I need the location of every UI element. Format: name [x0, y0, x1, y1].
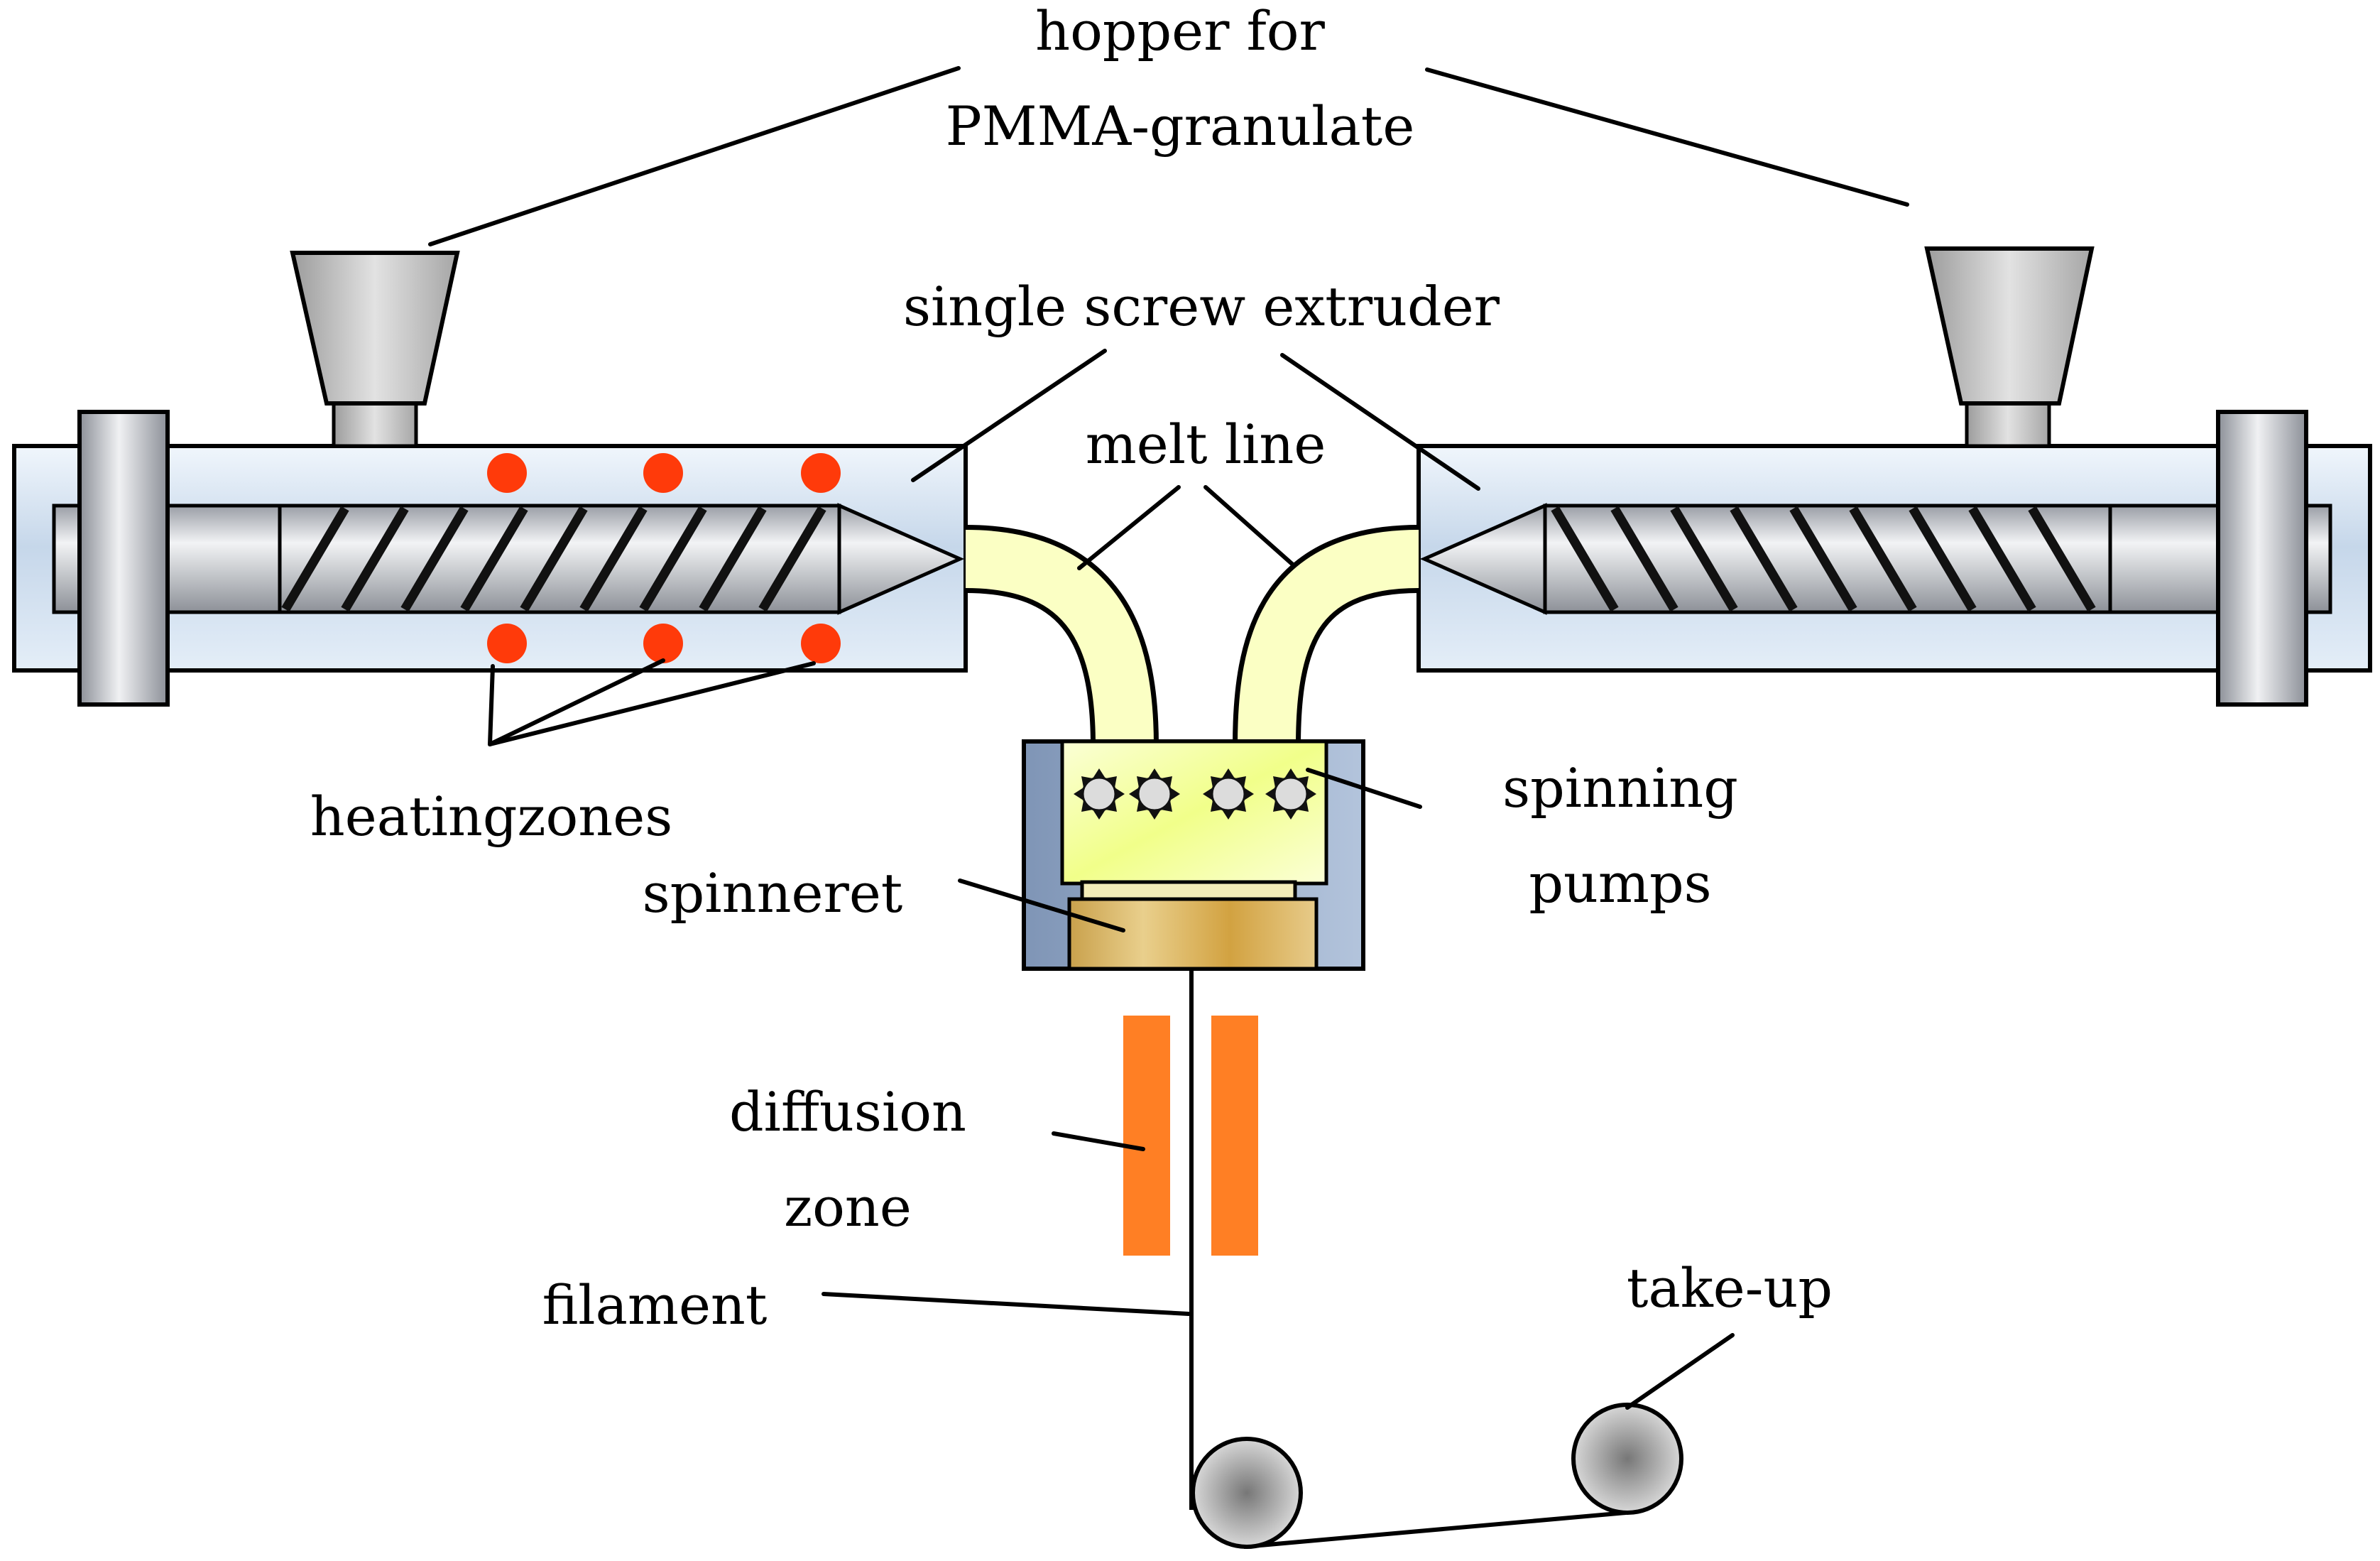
- heating-zone-dot: [801, 453, 841, 493]
- heating-zone-dot: [487, 453, 527, 493]
- spinneret-neck: [1080, 880, 1297, 901]
- melt-line-label: melt line: [1086, 413, 1326, 476]
- extruder-leader-left: [911, 349, 1107, 482]
- heating-zone-dot: [801, 624, 841, 663]
- heating-leader-3: [488, 661, 816, 746]
- spinning-block: [1022, 739, 1365, 971]
- heating-zone-dot: [487, 624, 527, 663]
- take-up-label: take-up: [1627, 1256, 1833, 1320]
- heating-leader-1: [488, 664, 495, 746]
- spinning-pump-chamber: [1060, 739, 1328, 886]
- pump-gear: [1265, 768, 1316, 820]
- left-melt-line: [965, 530, 1154, 746]
- melt-lines: [965, 525, 1419, 746]
- heating-leader-2: [488, 658, 665, 746]
- left-hopper: [290, 251, 460, 406]
- spinneret-leader: [958, 879, 1125, 932]
- hopper-label-line2: PMMA-granulate: [946, 94, 1415, 158]
- left-screw-threads: [281, 506, 826, 612]
- guide-roller: [1191, 1437, 1303, 1549]
- take-up-roller: [1571, 1403, 1683, 1515]
- diffusion-zone-leader: [1052, 1131, 1145, 1151]
- spinning-pumps: [1074, 768, 1316, 820]
- hopper-label-line1: hopper for: [1035, 0, 1325, 62]
- filament-leader: [821, 1292, 1191, 1316]
- filament-to-take-up: [1243, 1511, 1627, 1549]
- take-up-leader: [1625, 1333, 1735, 1410]
- filament-label: filament: [542, 1273, 768, 1337]
- diffusion-zone-right-bar: [1211, 1016, 1258, 1256]
- left-hopper-neck: [332, 401, 418, 448]
- extruder-label: single screw extruder: [903, 275, 1500, 338]
- left-screw-tip: [837, 503, 965, 615]
- hopper-leader-right: [1425, 67, 1909, 207]
- leader-lines: [428, 66, 1909, 1410]
- pump-gear: [1203, 768, 1254, 820]
- pump-gear: [1074, 768, 1125, 820]
- diffusion-zone-label-line1: diffusion: [729, 1080, 966, 1143]
- melt-line-leader-left: [1077, 485, 1181, 570]
- spinning-pumps-leader: [1306, 768, 1422, 809]
- right-extruder: [1416, 246, 2372, 707]
- left-heating-zones: [487, 453, 841, 663]
- left-extruder: [12, 251, 968, 707]
- heating-zone-dot: [643, 453, 683, 493]
- pump-gear: [1129, 768, 1180, 820]
- spinneret: [1067, 897, 1319, 971]
- right-hopper-neck: [1965, 401, 2051, 448]
- extruder-leader-right: [1280, 353, 1480, 491]
- right-flange: [2216, 410, 2308, 707]
- right-melt-line: [1238, 530, 1419, 746]
- diffusion-zone-label-line2: zone: [784, 1175, 912, 1239]
- melt-line-leader-right: [1203, 485, 1296, 567]
- right-screw-tip: [1419, 503, 1547, 615]
- hopper-leader-left: [428, 66, 961, 246]
- spinneret-label: spinneret: [643, 861, 903, 925]
- heating-zone-dot: [643, 624, 683, 663]
- right-hopper: [1924, 246, 2095, 406]
- spinning-pumps-label-line1: spinning: [1502, 756, 1738, 820]
- heating-zones-label: heatingzones: [310, 785, 672, 848]
- diffusion-zone-left-bar: [1123, 1016, 1170, 1256]
- spinning-pumps-label-line2: pumps: [1529, 852, 1711, 915]
- left-flange: [77, 410, 170, 707]
- right-screw-threads: [1551, 506, 2096, 612]
